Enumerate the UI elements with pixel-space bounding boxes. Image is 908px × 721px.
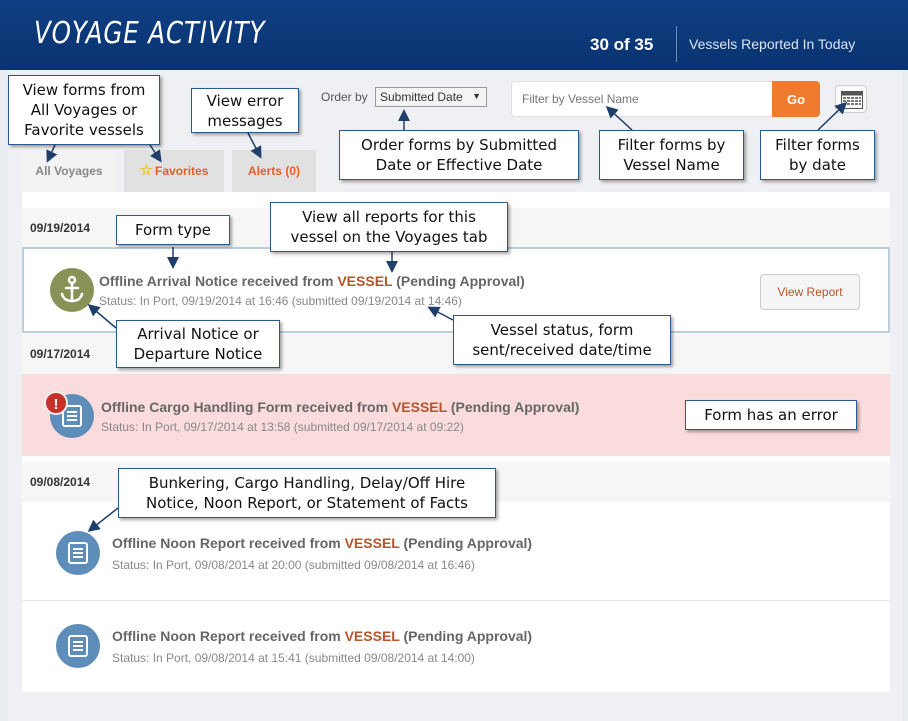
order-by-select[interactable]: Submitted Date ▼ [375, 87, 487, 107]
vessel-link[interactable]: VESSEL [344, 535, 400, 551]
tab-all-voyages[interactable]: All Voyages [22, 150, 116, 192]
callout-arrival-departure: Arrival Notice or Departure Notice [116, 320, 280, 368]
callout-filter-name: Filter forms by Vessel Name [599, 130, 744, 180]
callout-filter-date: Filter forms by date [760, 130, 875, 180]
card-title-text: Offline Arrival Notice received from [99, 273, 334, 289]
callout-view-forms: View forms from All Voyages or Favorite … [8, 75, 160, 145]
activity-card[interactable] [22, 602, 890, 692]
row-divider [22, 600, 890, 601]
callout-form-types: Bunkering, Cargo Handling, Delay/Off Hir… [118, 468, 496, 518]
card-status: Status: In Port, 09/17/2014 at 13:58 (su… [101, 420, 464, 434]
card-status: Status: In Port, 09/08/2014 at 15:41 (su… [112, 651, 475, 665]
callout-order-forms: Order forms by Submitted Date or Effecti… [339, 130, 579, 180]
header-divider [676, 26, 677, 62]
card-status-tag: (Pending Approval) [450, 399, 580, 415]
card-title: Offline Noon Report received from VESSEL… [112, 535, 532, 551]
tab-alerts[interactable]: Alerts (0) [232, 150, 316, 192]
activity-card[interactable] [22, 510, 890, 598]
card-status: Status: In Port, 09/08/2014 at 20:00 (su… [112, 558, 475, 572]
page-title: VOYAGE ACTIVITY [34, 16, 266, 51]
card-title-text: Offline Noon Report received from [112, 628, 341, 644]
dropdown-arrow-icon: ▼ [472, 91, 481, 101]
card-title: Offline Noon Report received from VESSEL… [112, 628, 532, 644]
error-badge-icon: ! [44, 391, 68, 415]
callout-form-type: Form type [116, 215, 230, 245]
callout-vessel-status: Vessel status, form sent/received date/t… [453, 315, 671, 365]
callout-view-errors: View error messages [191, 88, 299, 133]
vessel-link[interactable]: VESSEL [391, 399, 447, 415]
calendar-icon [841, 91, 863, 109]
vessel-filter-input[interactable] [511, 81, 773, 117]
card-status-tag: (Pending Approval) [403, 628, 533, 644]
anchor-icon [50, 268, 94, 312]
card-status-tag: (Pending Approval) [396, 273, 525, 289]
card-status-tag: (Pending Approval) [403, 535, 533, 551]
card-title: Offline Arrival Notice received from VES… [99, 273, 525, 289]
tab-favorites[interactable]: ☆Favorites [124, 150, 224, 192]
go-button[interactable]: Go [772, 81, 820, 117]
callout-form-error: Form has an error [685, 400, 857, 430]
order-by-label: Order by [321, 90, 368, 104]
date-filter-button[interactable] [835, 85, 867, 113]
order-by-value: Submitted Date [380, 90, 463, 104]
callout-view-all-reports: View all reports for this vessel on the … [270, 202, 508, 252]
card-title-text: Offline Noon Report received from [112, 535, 341, 551]
card-title-text: Offline Cargo Handling Form received fro… [101, 399, 389, 415]
star-icon: ☆ [139, 162, 154, 179]
tab-favorites-label: Favorites [155, 164, 209, 178]
card-title: Offline Cargo Handling Form received fro… [101, 399, 579, 415]
view-report-button[interactable]: View Report [760, 274, 860, 310]
vessel-count: 30 of 35 [590, 35, 654, 54]
form-icon [56, 624, 100, 668]
vessel-link[interactable]: VESSEL [344, 628, 400, 644]
vessels-reported-label: Vessels Reported In Today [689, 36, 856, 52]
vessel-link[interactable]: VESSEL [337, 273, 393, 289]
card-status: Status: In Port, 09/19/2014 at 16:46 (su… [99, 294, 462, 308]
form-icon [56, 531, 100, 575]
page-header: VOYAGE ACTIVITY 30 of 35 Vessels Reporte… [0, 0, 908, 70]
